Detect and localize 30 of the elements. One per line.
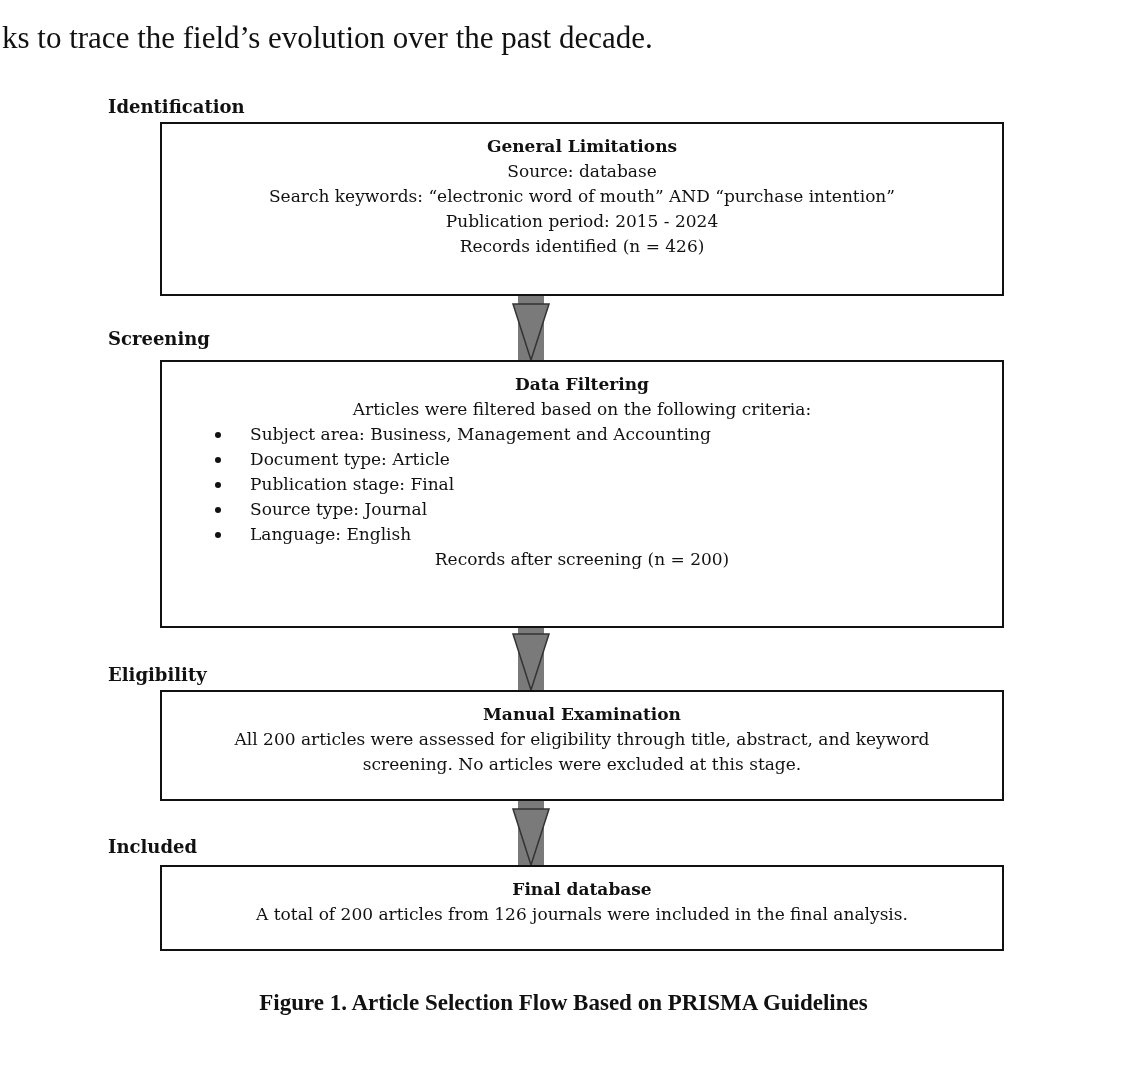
list-item: Publication stage: Final xyxy=(162,472,1002,497)
box-heading: Final database xyxy=(511,878,653,901)
list-item: Source type: Journal xyxy=(162,497,1002,522)
process-box xyxy=(160,360,1004,628)
stage-label: Identification xyxy=(108,96,245,117)
box-text: Publication period: 2015 - 2024 xyxy=(444,210,720,233)
box-heading: Manual Examination xyxy=(482,703,682,726)
box-heading: Data Filtering xyxy=(514,373,650,396)
process-box xyxy=(160,690,1004,801)
figure-caption: Figure 1. Article Selection Flow Based on PRISMA Guidelines xyxy=(258,990,869,1016)
stage-label: Included xyxy=(108,836,197,857)
stage-label: Eligibility xyxy=(108,664,207,685)
body-text: ks to trace the field’s evolution over the past decade. xyxy=(2,20,653,56)
box-text: All 200 articles were assessed for eligibility through title, abstract, and keyword screening. No articles were excluded at this stage. xyxy=(233,728,931,776)
box-text: Records identified (n = 426) xyxy=(458,235,706,258)
list-item: Language: English xyxy=(162,522,1002,547)
block-arrow xyxy=(512,296,550,361)
process-box xyxy=(160,122,1004,296)
box-text: A total of 200 articles from 126 journals were included in the final analysis. xyxy=(255,903,909,926)
box-text: Articles were filtered based on the following criteria: xyxy=(351,398,813,421)
box-text: Source: database xyxy=(506,160,658,183)
box-text: Records after screening (n = 200) xyxy=(433,548,731,571)
block-arrow xyxy=(512,628,550,691)
box-heading: General Limitations xyxy=(485,135,679,158)
process-box xyxy=(160,865,1004,951)
stage-label: Screening xyxy=(108,328,210,349)
list-item: Subject area: Business, Management and Accounting xyxy=(162,422,1002,447)
box-text: Search keywords: “electronic word of mouth” AND “purchase intention” xyxy=(267,185,896,208)
block-arrow xyxy=(512,801,550,866)
list-item: Document type: Article xyxy=(162,447,1002,472)
